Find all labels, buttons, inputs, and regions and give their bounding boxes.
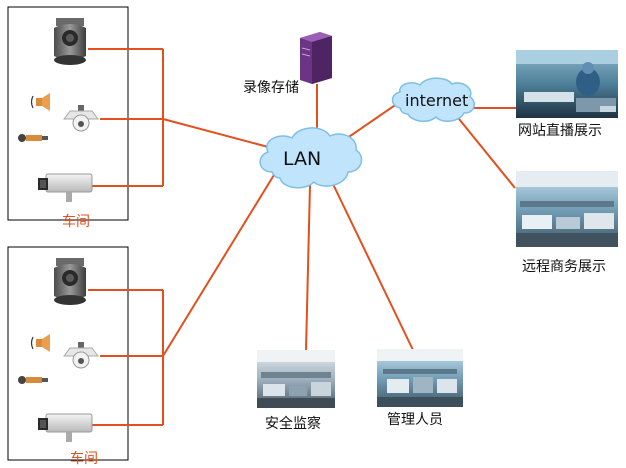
ptz-camera-icon <box>63 105 99 132</box>
microphone-icon <box>18 134 48 142</box>
speaker-icon <box>30 93 50 111</box>
factory-photo <box>516 171 618 247</box>
workshop-bottom-label: 车间 <box>70 451 98 467</box>
link-top-to-lan <box>162 118 273 149</box>
microphone-icon <box>18 376 48 384</box>
speaker-icon <box>30 334 50 352</box>
factory-photo <box>377 349 463 407</box>
link-bottom-to-lan <box>162 169 278 357</box>
dome-camera-icon <box>54 258 86 305</box>
bullet-camera-icon <box>38 413 93 442</box>
workshop-frame-top <box>7 6 129 221</box>
link-internet-remote <box>454 113 516 189</box>
server-icon <box>300 32 332 84</box>
website-live-label: 网站直播展示 <box>518 123 602 139</box>
link-lan-internet <box>339 98 405 144</box>
workshop-frame-bottom <box>7 246 129 461</box>
lan-label: LAN <box>283 148 322 170</box>
dome-camera-icon <box>54 18 86 65</box>
recorder-label: 录像存储 <box>243 80 299 96</box>
safety-monitor-label: 安全监察 <box>265 416 321 432</box>
link-lan-safety <box>305 184 311 351</box>
cloud-icon <box>391 77 475 122</box>
factory-photo <box>516 50 618 118</box>
link-lan-management <box>331 181 414 351</box>
internet-label: internet <box>405 91 469 110</box>
ptz-camera-icon <box>63 342 99 369</box>
factory-photo <box>257 350 335 408</box>
management-label: 管理人员 <box>387 412 443 428</box>
bullet-camera-icon <box>38 173 93 202</box>
workshop-top-label: 车间 <box>62 214 90 230</box>
remote-business-label: 远程商务展示 <box>522 259 606 275</box>
cloud-icon <box>259 127 363 189</box>
